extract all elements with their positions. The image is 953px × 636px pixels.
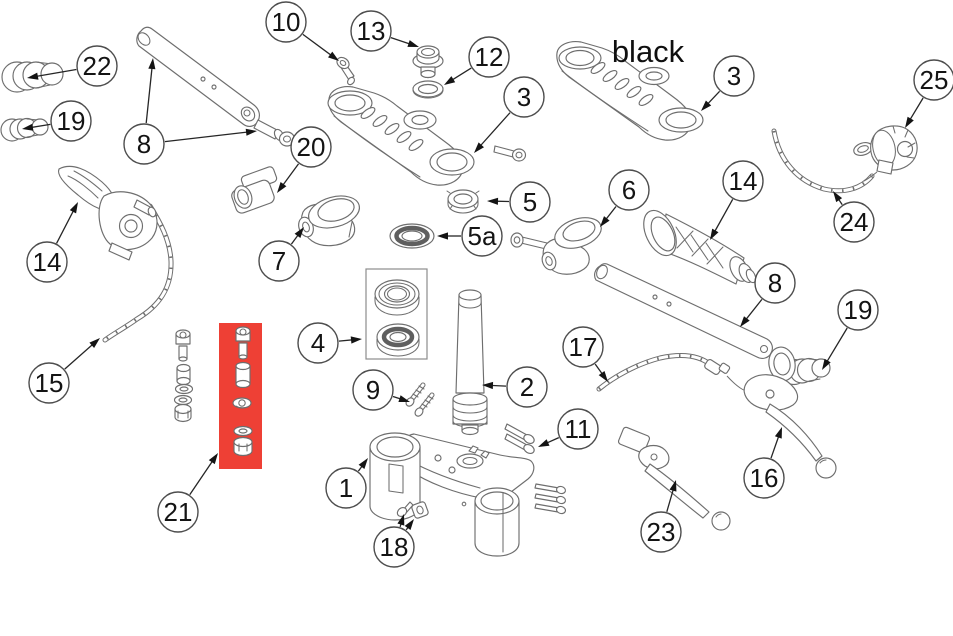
callout-label-3-right: 3	[727, 61, 741, 91]
callout-8-left: 8	[123, 58, 257, 165]
clamp-collar-icon	[298, 195, 360, 247]
callout-10: 10	[265, 1, 339, 61]
switch-cable-icon	[771, 128, 875, 194]
callout-label-14-left: 14	[33, 247, 62, 277]
callout-label-11: 11	[565, 414, 592, 444]
steering-lock-nut-icon	[446, 189, 480, 214]
callout-19-left: 19	[22, 100, 92, 142]
callout-7: 7	[258, 227, 304, 282]
callout-label-2: 2	[520, 372, 534, 402]
bearing-kit-icon	[365, 268, 428, 360]
callout-3-middle: 3	[474, 76, 545, 153]
callout-label-4: 4	[311, 328, 325, 358]
callout-9: 9	[352, 369, 410, 411]
parts-artwork	[0, 26, 918, 557]
callout-24: 24	[833, 191, 875, 243]
brake-lever-icon	[743, 346, 837, 479]
clipon-pinch-bolt-icon	[253, 119, 296, 147]
callout-15: 15	[28, 338, 100, 404]
steering-stem-nut-icon	[412, 45, 444, 79]
upper-triple-clamp-silver-icon	[327, 85, 475, 186]
callout-label-20: 20	[297, 132, 326, 162]
thumb-switch-icon	[853, 125, 918, 182]
callout-label-19-left: 19	[57, 106, 86, 136]
callout-19-right: 19	[822, 289, 879, 370]
callout-17: 17	[562, 326, 608, 382]
callout-label-6: 6	[622, 175, 636, 205]
callout-22: 22	[27, 45, 118, 87]
callout-label-8-right: 8	[768, 268, 782, 298]
callout-label-12: 12	[475, 42, 504, 72]
color-variant-label: black	[612, 34, 685, 69]
clutch-cable-icon	[596, 353, 757, 393]
callout-label-21: 21	[164, 497, 193, 527]
callout-label-23: 23	[647, 517, 676, 547]
callout-25: 25	[905, 59, 953, 128]
callout-label-15: 15	[35, 368, 64, 398]
callout-label-22: 22	[83, 51, 112, 81]
callout-11: 11	[538, 408, 599, 450]
callout-23: 23	[640, 480, 682, 553]
lower-triple-clamp-icon	[369, 432, 535, 557]
flange-bolt-icon	[336, 56, 356, 86]
callout-16: 16	[743, 427, 785, 499]
callout-label-5a: 5a	[468, 221, 497, 251]
clutch-lever-icon	[617, 426, 731, 531]
highlighted-hardware-kit-icon	[232, 326, 253, 457]
brake-lever-assembly-icon	[57, 165, 174, 343]
callout-label-24: 24	[840, 207, 869, 237]
throttle-housing-clamp-icon	[510, 217, 602, 275]
callout-14-right: 14	[710, 160, 764, 240]
callout-6: 6	[600, 169, 650, 227]
upper-triple-clamp-black-icon	[556, 40, 704, 141]
callout-label-18: 18	[380, 532, 409, 562]
callout-3-right: 3	[701, 55, 755, 111]
handlebar-grip-icon	[643, 209, 757, 285]
callout-label-25: 25	[920, 65, 949, 95]
callout-label-9: 9	[366, 375, 380, 405]
callout-8-right: 8	[740, 262, 796, 327]
callout-label-7: 7	[272, 246, 286, 276]
callout-4: 4	[297, 322, 362, 364]
callout-label-5: 5	[523, 187, 537, 217]
callout-18: 18	[373, 514, 415, 568]
bar-end-weight-small-icon	[0, 117, 49, 142]
callout-2: 2	[482, 366, 548, 408]
callout-12: 12	[444, 36, 510, 85]
hardware-stack-icon	[173, 329, 194, 423]
callout-label-8-left: 8	[137, 129, 151, 159]
callout-label-10: 10	[272, 7, 301, 37]
stem-washer-icon	[412, 80, 444, 99]
pinch-bolts-icon	[504, 423, 567, 515]
clamp-bolt-icon	[493, 145, 527, 162]
callout-21: 21	[157, 453, 218, 533]
callout-label-13: 13	[357, 16, 386, 46]
callout-14-left: 14	[26, 202, 78, 283]
callout-1: 1	[325, 458, 368, 509]
callout-13: 13	[350, 10, 419, 52]
callout-label-19-right: 19	[844, 295, 873, 325]
stop-bolt-and-clamp-icon	[396, 501, 429, 519]
clipon-tube-icon	[136, 26, 260, 127]
grub-screws-icon	[405, 382, 435, 417]
callout-label-1: 1	[339, 473, 353, 503]
callout-20: 20	[277, 126, 332, 193]
steering-washer-icon	[389, 223, 435, 249]
bar-riser-clamp-icon	[231, 166, 278, 214]
callout-5: 5	[487, 181, 551, 223]
steering-stem-icon	[452, 289, 488, 436]
callout-label-16: 16	[750, 463, 779, 493]
callout-5a: 5a	[437, 215, 503, 257]
callout-label-14-right: 14	[729, 166, 758, 196]
callout-label-17: 17	[569, 332, 598, 362]
callout-label-3-middle: 3	[517, 82, 531, 112]
